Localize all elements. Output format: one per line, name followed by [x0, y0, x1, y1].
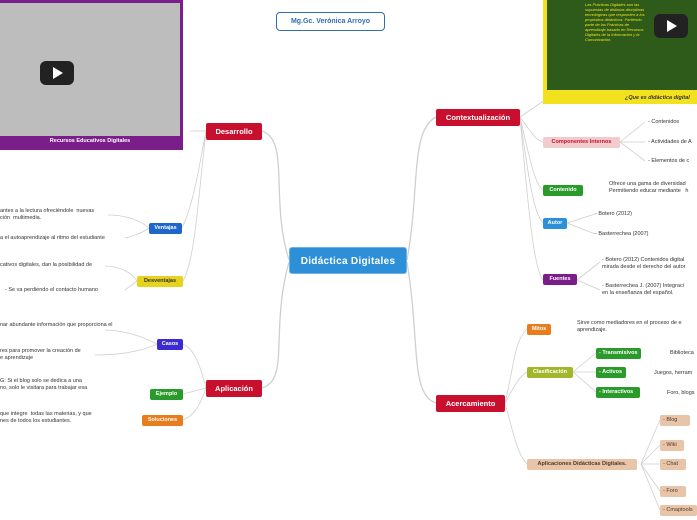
tag-autor[interactable]: Autor: [543, 218, 567, 229]
video-caption-right: ¿Que es didáctica digital: [625, 95, 690, 101]
casos-item-2: res para promover la creación de e apren…: [0, 348, 81, 361]
app-item-blog[interactable]: - Blog: [660, 415, 690, 426]
ventajas-item-2: a el autoaprendizaje al ritmo del estudi…: [0, 235, 105, 241]
soluciones-text: que integre todas las materias, y que ne…: [0, 411, 92, 424]
clasificacion-transmisivos-detail: Biblioteca: [670, 350, 694, 356]
branch-desarrollo[interactable]: Desarrollo: [206, 123, 262, 140]
componentes-item-3: - Elementos de c: [648, 158, 690, 164]
autor-item-1: - Botero (2012): [595, 211, 632, 217]
fuentes-item-1: - Botero (2012) Contenidos digital mirad…: [602, 257, 686, 270]
app-item-chat[interactable]: - Chat: [660, 459, 686, 470]
ejemplo-text: G: Si el blog solo se dedica a una no, s…: [0, 378, 88, 391]
play-icon[interactable]: [654, 14, 688, 38]
video-thumbnail-left[interactable]: Recursos Educativos Digitales: [0, 0, 183, 150]
tag-componentes-internos[interactable]: Componentes Internos: [543, 137, 620, 148]
clasificacion-activos-detail: Juegos, herram: [654, 370, 693, 376]
branch-contextualizacion[interactable]: Contextualización: [436, 109, 520, 126]
clasificacion-interactivos-detail: Foro, blogs: [667, 390, 695, 396]
componentes-item-2: - Actividades de A: [648, 139, 692, 145]
tag-ventajas[interactable]: Ventajas: [149, 223, 182, 234]
autor-item-2: - Basterrechea (2007): [595, 231, 649, 237]
tag-desventajas[interactable]: Desventajas: [137, 276, 183, 287]
play-icon[interactable]: [40, 61, 74, 85]
clasificacion-interactivos[interactable]: - Interactivos: [596, 387, 640, 398]
author-label: Mg.Gc. Verónica Arroyo: [276, 12, 385, 31]
tag-ejemplo[interactable]: Ejemplo: [150, 389, 183, 400]
mitos-text: Sirve como mediadores en el proceso de e…: [577, 320, 682, 333]
clasificacion-activos[interactable]: - Activos: [596, 367, 626, 378]
fuentes-item-2: - Basterrechea J. (2007) Integraci en la…: [602, 283, 684, 296]
tag-soluciones[interactable]: Soluciones: [142, 415, 183, 426]
desventajas-item-2: - Se va perdiendo el contacto humano: [5, 287, 98, 293]
app-item-foro[interactable]: - Foro: [660, 486, 686, 497]
central-topic[interactable]: Didáctica Digitales: [289, 247, 407, 274]
branch-acercamiento[interactable]: Acercamiento: [436, 395, 505, 412]
tag-contenido[interactable]: Contenido: [543, 185, 583, 196]
app-item-cmaptools[interactable]: - Cmaptools: [660, 505, 697, 516]
casos-item-1: nar abundante información que proporcion…: [0, 322, 113, 328]
contenido-text: Ofrece una gama de diversidad Permitiend…: [609, 181, 689, 194]
tag-aplicaciones-didacticas[interactable]: Aplicaciones Didácticas Digitales.: [527, 459, 637, 470]
video-thumbnail-right[interactable]: Las Prácticas Digitales son las supuesta…: [543, 0, 697, 104]
componentes-item-1: - Contenidos: [648, 119, 680, 125]
video-text-right: Las Prácticas Digitales son las supuesta…: [585, 2, 645, 42]
tag-clasificacion[interactable]: Clasificación: [527, 367, 573, 378]
desventajas-item-1: cativos digitales, dan la posibilidad de: [0, 262, 93, 268]
tag-mitos[interactable]: Mitos: [527, 324, 551, 335]
branch-aplicacion[interactable]: Aplicación: [206, 380, 262, 397]
tag-casos[interactable]: Casos: [157, 339, 183, 350]
ventajas-item-1: antes a la lectura ofreciéndole nuevas c…: [0, 208, 95, 221]
tag-fuentes[interactable]: Fuentes: [543, 274, 577, 285]
app-item-wiki[interactable]: - Wiki: [660, 440, 684, 451]
clasificacion-transmisivos[interactable]: - Transmisivos: [596, 348, 641, 359]
video-caption-left: Recursos Educativos Digitales: [0, 136, 180, 147]
